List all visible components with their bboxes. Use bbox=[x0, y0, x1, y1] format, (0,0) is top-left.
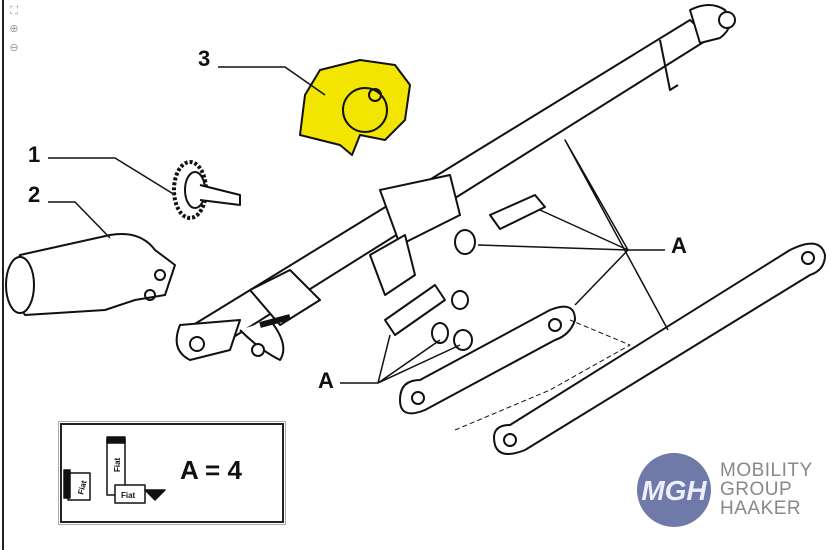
package-label-can: Fiat bbox=[113, 457, 122, 472]
zoom-out-icon[interactable]: ⊖ bbox=[9, 42, 19, 54]
part-2-motor[interactable] bbox=[5, 233, 176, 316]
package-label-box-right: Fiat bbox=[121, 491, 136, 500]
callout-1: 1 bbox=[28, 142, 41, 167]
leader-lines bbox=[48, 66, 669, 384]
package-icon: Fiat Fiat Fiat bbox=[63, 436, 166, 504]
group-a-fasteners[interactable] bbox=[384, 194, 546, 351]
part-1-gear[interactable] bbox=[172, 160, 241, 220]
zoom-in-icon[interactable]: ⊕ bbox=[9, 23, 19, 35]
viewer-border bbox=[2, 0, 4, 550]
wiper-linkage-frame[interactable] bbox=[175, 4, 736, 361]
callout-3: 3 bbox=[198, 46, 211, 71]
link-rods[interactable] bbox=[399, 242, 826, 455]
part-3-highlighted[interactable] bbox=[299, 59, 411, 156]
callout-a-upper: A bbox=[671, 233, 687, 258]
logo-line-2: GROUP bbox=[720, 479, 793, 500]
fit-screen-icon[interactable]: ⛶ bbox=[10, 5, 18, 17]
logo-line-1: MOBILITY bbox=[720, 460, 813, 481]
logo-text: MOBILITY GROUP HAAKER bbox=[720, 461, 813, 518]
logo-line-3: HAAKER bbox=[720, 498, 802, 519]
callout-a-lower: A bbox=[318, 368, 334, 393]
svg-text:MGH: MGH bbox=[641, 475, 707, 506]
mgh-logo-icon: MGH bbox=[637, 453, 711, 527]
callout-2: 2 bbox=[28, 182, 41, 207]
quantity-legend: A = 4 bbox=[60, 423, 284, 523]
package-label-box-left: Fiat bbox=[76, 479, 88, 495]
legend-quantity-text: A = 4 bbox=[180, 455, 242, 485]
